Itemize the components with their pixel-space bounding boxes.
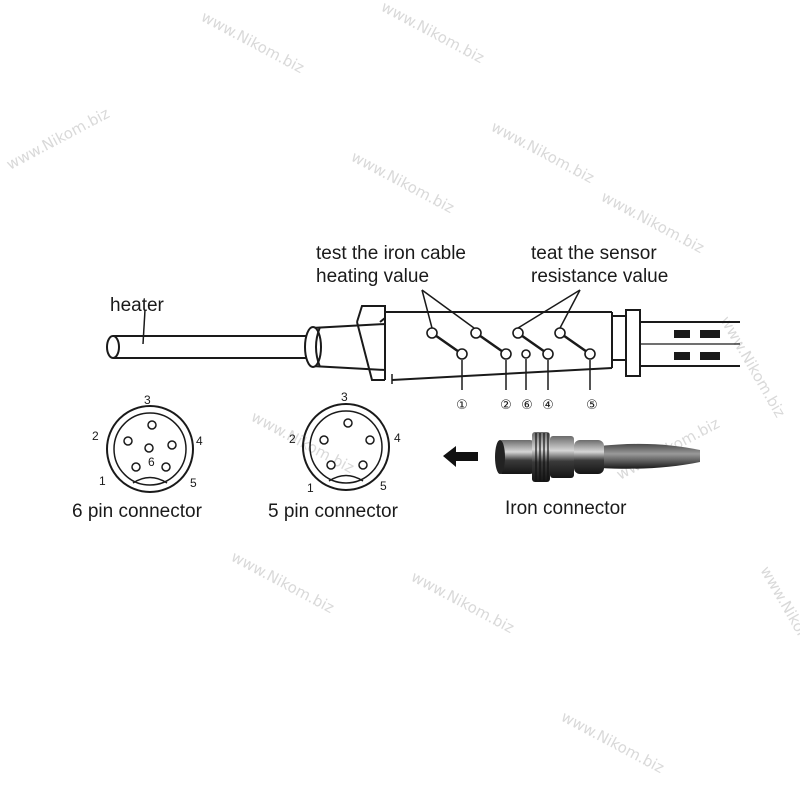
terminal-numbers: ① ② ⑥ ④ ⑤	[456, 397, 598, 412]
watermark-layer: www.Nikom.biz www.Nikom.biz www.Nikom.bi…	[3, 0, 800, 777]
iron-handle-body	[356, 305, 613, 384]
five-pin-connector-label: 5 pin connector	[268, 501, 399, 522]
handle-rear-cap	[611, 309, 740, 377]
sensor-label-line2: resistance value	[531, 266, 668, 287]
annotation-pointers	[421, 289, 591, 390]
five-pin-number: 5	[380, 479, 387, 493]
terminal-number: ④	[542, 397, 554, 412]
terminal-number: ①	[456, 397, 468, 412]
five-pin-number: 4	[394, 431, 401, 445]
six-pin-connector	[106, 405, 194, 493]
watermark: www.Nikom.biz	[757, 563, 800, 671]
iron-connector-label: Iron connector	[505, 498, 627, 519]
iron-cable-label-line1: test the iron cable	[316, 243, 466, 264]
six-pin-number: 6	[148, 455, 155, 469]
watermark: www.Nikom.biz	[228, 548, 337, 617]
six-pin-number: 3	[144, 393, 151, 407]
five-pin-number: 3	[341, 390, 348, 404]
terminal-number: ⑤	[586, 397, 598, 412]
terminal-number: ⑥	[521, 397, 533, 412]
watermark: www.Nikom.biz	[488, 118, 597, 187]
arrow-left-icon	[443, 446, 478, 467]
six-pin-number: 1	[99, 474, 106, 488]
watermark: www.Nikom.biz	[198, 8, 307, 77]
iron-cable-label-line2: heating value	[316, 266, 429, 287]
terminal-number: ②	[500, 397, 512, 412]
heater-sleeve	[304, 322, 386, 372]
six-pin-connector-label: 6 pin connector	[72, 501, 203, 522]
watermark: www.Nikom.biz	[408, 568, 517, 637]
sensor-label-line1: teat the sensor	[531, 243, 657, 264]
watermark: www.Nikom.biz	[558, 708, 667, 777]
watermark: www.Nikom.biz	[348, 148, 457, 217]
five-pin-connector	[302, 403, 390, 491]
terminal-links	[426, 327, 596, 360]
heater-label: heater	[110, 295, 165, 316]
iron-connector-plug	[495, 432, 700, 482]
watermark: www.Nikom.biz	[378, 0, 487, 67]
watermark: www.Nikom.biz	[3, 104, 112, 173]
six-pin-number: 2	[92, 429, 99, 443]
five-pin-number: 2	[289, 432, 296, 446]
heater-rod	[106, 309, 312, 359]
five-pin-number: 1	[307, 481, 314, 495]
six-pin-number: 5	[190, 476, 197, 490]
six-pin-number: 4	[196, 434, 203, 448]
